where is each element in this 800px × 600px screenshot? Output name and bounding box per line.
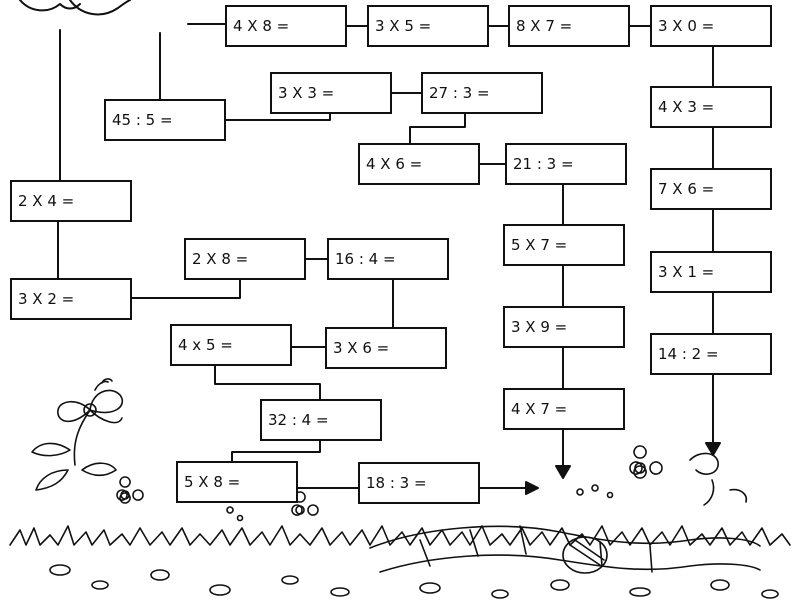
small-flower-icon [116, 445, 748, 516]
problem-box: 27 : 3 = [421, 72, 543, 114]
problem-box: 4 X 7 = [503, 388, 625, 430]
problem-box: 3 X 5 = [367, 5, 489, 47]
problem-box: 5 X 7 = [503, 224, 625, 266]
problem-box: 32 : 4 = [260, 399, 382, 441]
caterpillar-illustration [369, 525, 761, 574]
pebbles-illustration [49, 484, 779, 599]
problem-box: 45 : 5 = [104, 99, 226, 141]
problem-box: 3 X 6 = [325, 327, 447, 369]
problem-box: 14 : 2 = [650, 333, 772, 375]
problem-box: 5 X 8 = [176, 461, 298, 503]
problem-box: 18 : 3 = [358, 462, 480, 504]
flower-icon [31, 378, 124, 491]
problem-box: 21 : 3 = [505, 143, 627, 185]
problem-box: 3 X 3 = [270, 72, 392, 114]
problem-box: 2 X 8 = [184, 238, 306, 280]
problem-box: 4 X 3 = [650, 86, 772, 128]
problem-box: 4 x 5 = [170, 324, 292, 366]
problem-box: 3 X 1 = [650, 251, 772, 293]
problem-box: 8 X 7 = [508, 5, 630, 47]
problem-box: 4 X 6 = [358, 143, 480, 185]
problem-box: 4 X 8 = [225, 5, 347, 47]
problem-box: 16 : 4 = [327, 238, 449, 280]
problem-box: 3 X 9 = [503, 306, 625, 348]
problem-box: 3 X 2 = [10, 278, 132, 320]
problem-box: 2 X 4 = [10, 180, 132, 222]
top-flower-icon [19, 0, 131, 16]
problem-box: 3 X 0 = [650, 5, 772, 47]
grass-illustration [9, 525, 791, 546]
problem-box: 7 X 6 = [650, 168, 772, 210]
